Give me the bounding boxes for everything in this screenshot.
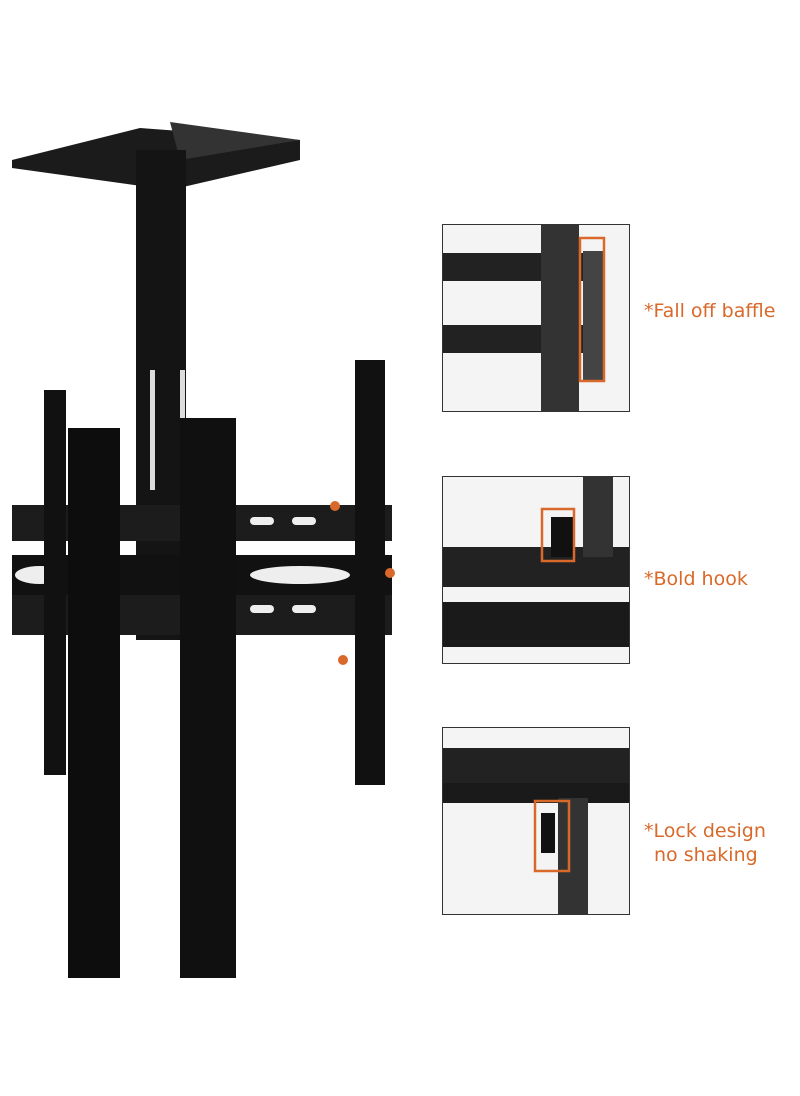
detail-panel-fall-off-baffle — [442, 224, 630, 412]
detail-panel-bold-hook — [442, 476, 630, 664]
callout-text: no shaking — [654, 844, 758, 866]
callout-bold-hook: *Bold hook — [644, 567, 748, 591]
right-bracket — [355, 360, 385, 785]
left-bracket — [44, 390, 66, 775]
callout-text: *Fall off baffle — [644, 300, 776, 322]
left-pole — [68, 428, 120, 978]
callout-text: *Bold hook — [644, 568, 748, 590]
callout-fall-off-baffle: *Fall off baffle — [644, 299, 775, 323]
right-pole — [180, 418, 236, 978]
callout-lock-design: *Lock design no shaking — [644, 819, 766, 867]
detail-panel-lock-design — [442, 727, 630, 915]
callout-text: *Lock design — [644, 820, 766, 842]
